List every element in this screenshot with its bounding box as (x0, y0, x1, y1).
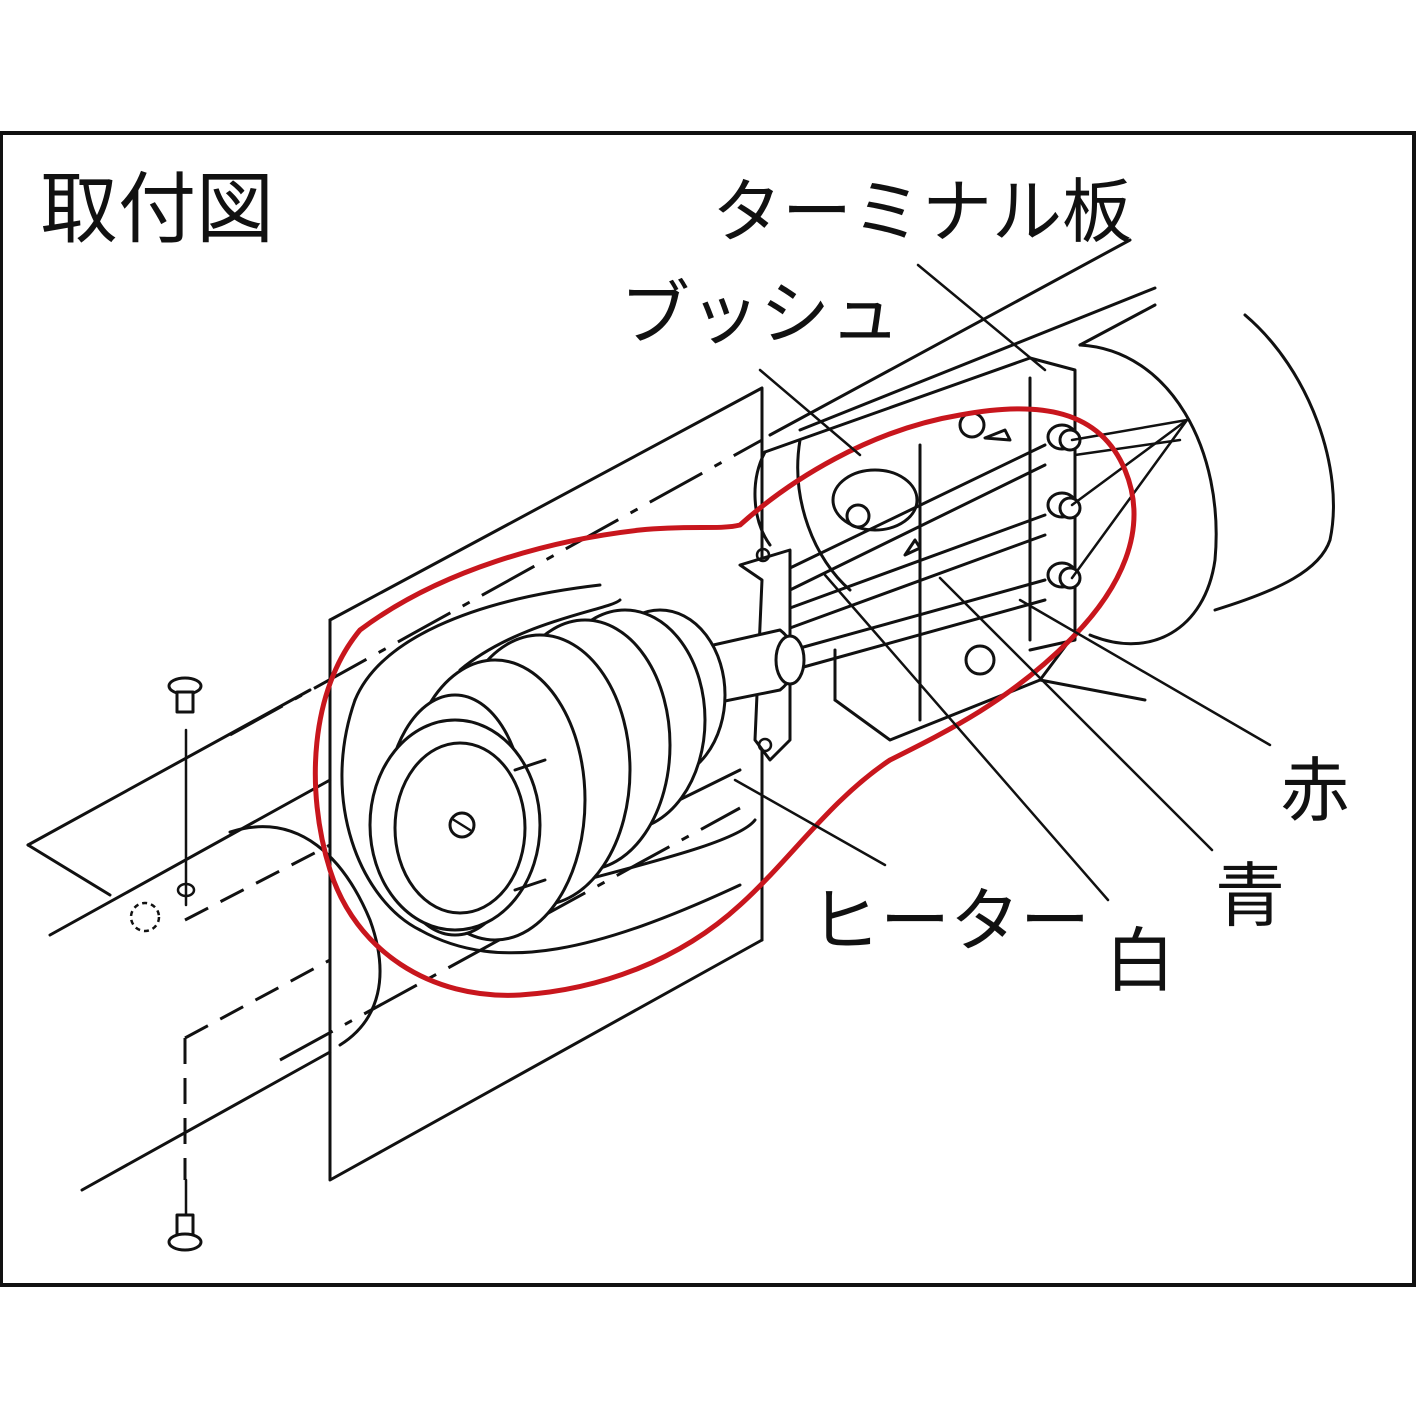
hole-marker (129, 901, 161, 933)
diagram-title: 取付図 (40, 165, 274, 255)
screw-bottom-icon (167, 1213, 203, 1252)
mounting-plate (229, 386, 764, 1182)
label-blue: 青 (1215, 855, 1285, 937)
label-bush: ブッシュ (620, 273, 900, 355)
label-white: 白 (1105, 920, 1175, 1002)
lead-wires (1070, 418, 1189, 580)
terminal-stud-red (1046, 423, 1082, 452)
terminal-rods (788, 443, 1047, 670)
leader-lines (733, 263, 1272, 902)
center-screw-icon (448, 811, 476, 839)
terminal-plate (753, 356, 1147, 742)
label-red: 赤 (1280, 750, 1350, 832)
rear-duct (768, 238, 1335, 646)
screw-top-icon (167, 676, 203, 714)
duct-body (26, 688, 382, 1217)
diagram-frame (0, 131, 1416, 1287)
label-terminal-plate: ターミナル板 (712, 171, 1132, 253)
label-heater: ヒーター (810, 880, 1090, 962)
highlight-outline (312, 406, 1137, 998)
mount-hole-bottom (964, 644, 996, 676)
